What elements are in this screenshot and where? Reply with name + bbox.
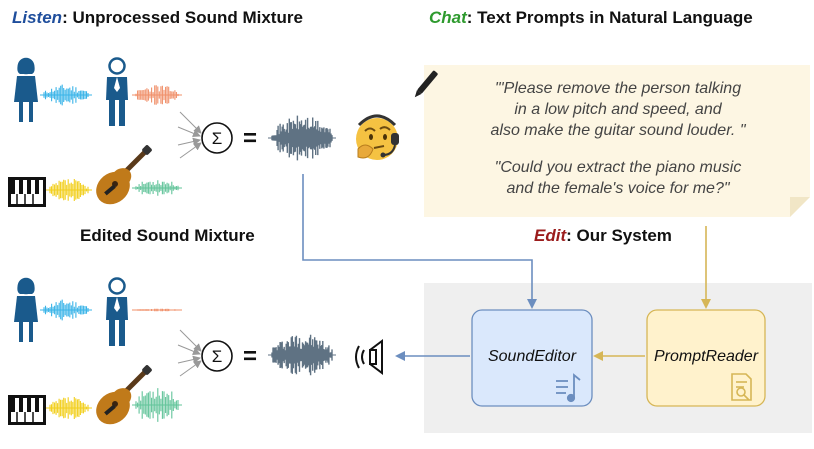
person-female-icon-edited bbox=[14, 277, 38, 342]
male-voice-wave-edited bbox=[135, 308, 179, 312]
edited-title: Edited Sound Mixture bbox=[80, 226, 255, 245]
listen-title: Listen: Unprocessed Sound Mixture bbox=[12, 8, 303, 28]
person-female-icon bbox=[14, 57, 38, 122]
female-voice-wave bbox=[43, 84, 89, 106]
music-list-icon bbox=[556, 373, 581, 403]
edit-title: Edit: Our System bbox=[534, 226, 672, 246]
piano-keys-icon bbox=[8, 177, 46, 207]
sum-symbol-edited: Σ bbox=[212, 347, 223, 366]
prompt-1-line-2: in a low pitch and speed, and bbox=[514, 101, 722, 118]
equals-sign: = bbox=[243, 125, 257, 152]
guitar-wave bbox=[135, 180, 179, 196]
prompt-2-line-2: and the female's voice for me?" bbox=[506, 180, 730, 197]
prompt-2-line-1: "Could you extract the piano music bbox=[494, 159, 742, 176]
person-male-icon-edited bbox=[106, 277, 128, 346]
equals-sign-edited: = bbox=[243, 343, 257, 370]
sound-editor-label: SoundEditor bbox=[487, 348, 577, 365]
mixture-to-editor-arrow bbox=[302, 174, 537, 309]
sum-symbol: Σ bbox=[212, 129, 223, 148]
listen-keyword: Listen bbox=[12, 8, 63, 27]
sum-input-arrows-edited bbox=[177, 329, 202, 377]
edit-subtitle: : Our System bbox=[566, 226, 672, 245]
guitar-icon bbox=[96, 145, 152, 205]
sound-editor-box bbox=[471, 309, 593, 407]
prompt-note bbox=[424, 65, 810, 217]
sum-input-arrows bbox=[177, 111, 202, 159]
prompt-reader-box bbox=[646, 309, 766, 407]
speaker-icon bbox=[355, 339, 383, 375]
chat-keyword: Chat bbox=[429, 8, 467, 27]
guitar-wave-edited bbox=[135, 388, 179, 422]
thinking-face-icon bbox=[356, 114, 399, 160]
piano-keys-icon-edited bbox=[8, 395, 46, 425]
document-search-icon bbox=[731, 373, 752, 401]
person-male-icon bbox=[106, 57, 128, 126]
waveforms-edited bbox=[40, 299, 336, 422]
prompt-note-fold bbox=[790, 197, 810, 217]
sum-icon bbox=[201, 122, 233, 154]
listen-subtitle: : Unprocessed Sound Mixture bbox=[62, 8, 303, 27]
chat-subtitle: : Text Prompts in Natural Language bbox=[466, 8, 753, 27]
chat-title: Chat: Text Prompts in Natural Language bbox=[429, 8, 753, 28]
pen-icon bbox=[414, 70, 438, 98]
mixture-wave bbox=[271, 115, 333, 161]
edit-keyword: Edit bbox=[534, 226, 567, 245]
guitar-icon-edited bbox=[96, 365, 152, 425]
male-voice-wave bbox=[135, 85, 179, 105]
waveforms-unprocessed bbox=[40, 84, 336, 201]
piano-wave-edited bbox=[49, 397, 89, 419]
piano-wave bbox=[49, 179, 89, 201]
mixture-wave-edited bbox=[271, 334, 333, 376]
prompt-reader-label: PromptReader bbox=[653, 348, 759, 365]
prompt-1-line-1: "'Please remove the person talking bbox=[494, 80, 742, 97]
female-voice-wave-edited bbox=[43, 299, 89, 321]
prompt-1-line-3: also make the guitar sound louder. " bbox=[490, 122, 746, 139]
sum-icon-edited bbox=[201, 340, 233, 372]
